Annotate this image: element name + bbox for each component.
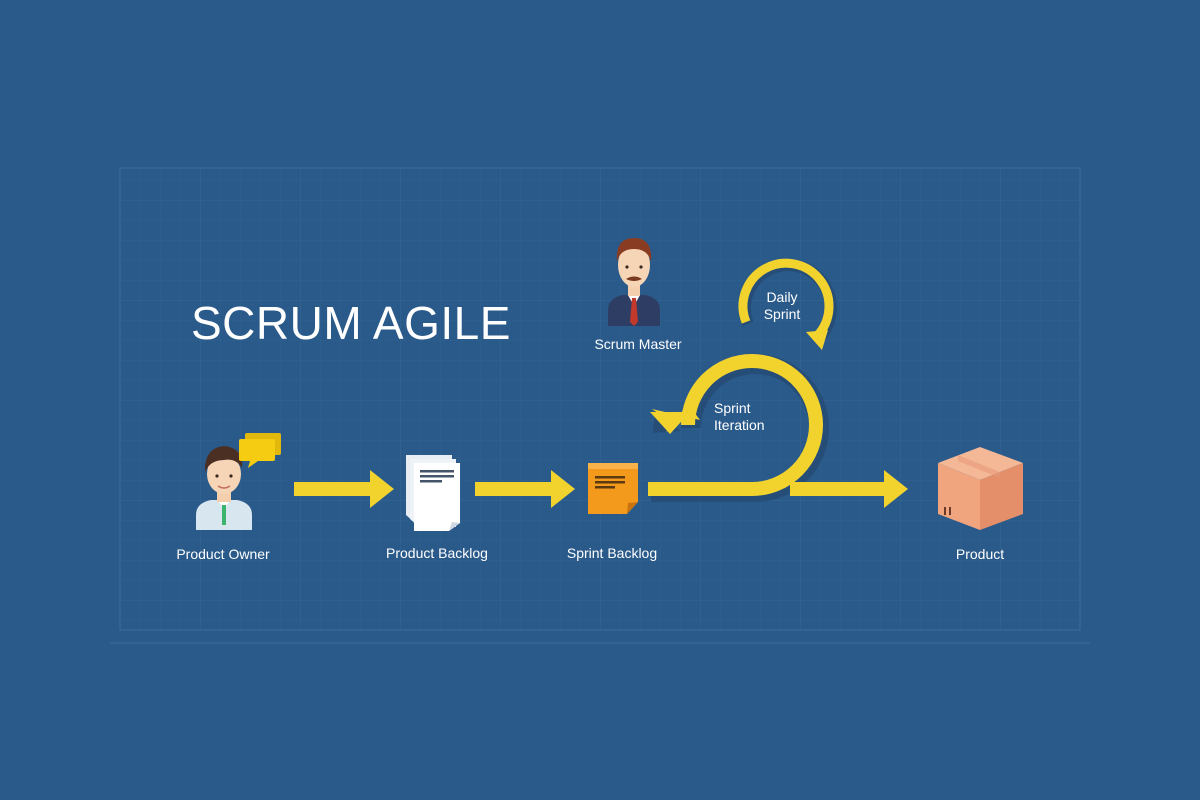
sprint-iteration-label: Sprint Iteration xyxy=(714,400,774,434)
scrum-master-label: Scrum Master xyxy=(594,336,682,352)
product-owner-label: Product Owner xyxy=(176,546,270,562)
daily-sprint-label-line1: Daily xyxy=(766,289,798,305)
sprint-iteration-label-line2: Iteration xyxy=(714,417,765,433)
sticky-note-icon xyxy=(588,463,638,514)
daily-sprint-loop xyxy=(738,258,837,350)
product-box-icon xyxy=(938,447,1023,530)
document-stack-icon xyxy=(406,455,460,531)
scrum-master-avatar xyxy=(608,238,660,326)
arrow-owner-to-backlog xyxy=(294,470,394,508)
speech-bubble-icon xyxy=(239,433,281,468)
blueprint-grid xyxy=(110,167,1090,644)
product-backlog-label: Product Backlog xyxy=(386,545,488,561)
diagram-title: SCRUM AGILE xyxy=(191,297,511,349)
product-label: Product xyxy=(955,546,1005,562)
sprint-backlog-label: Sprint Backlog xyxy=(566,545,658,561)
daily-sprint-label: Daily Sprint xyxy=(756,289,808,323)
sprint-iteration-loop xyxy=(648,354,908,508)
product-owner-avatar xyxy=(196,446,252,530)
sprint-iteration-label-line1: Sprint xyxy=(714,400,751,416)
arrow-backlog-to-sprint xyxy=(475,470,575,508)
daily-sprint-label-line2: Sprint xyxy=(763,306,801,322)
